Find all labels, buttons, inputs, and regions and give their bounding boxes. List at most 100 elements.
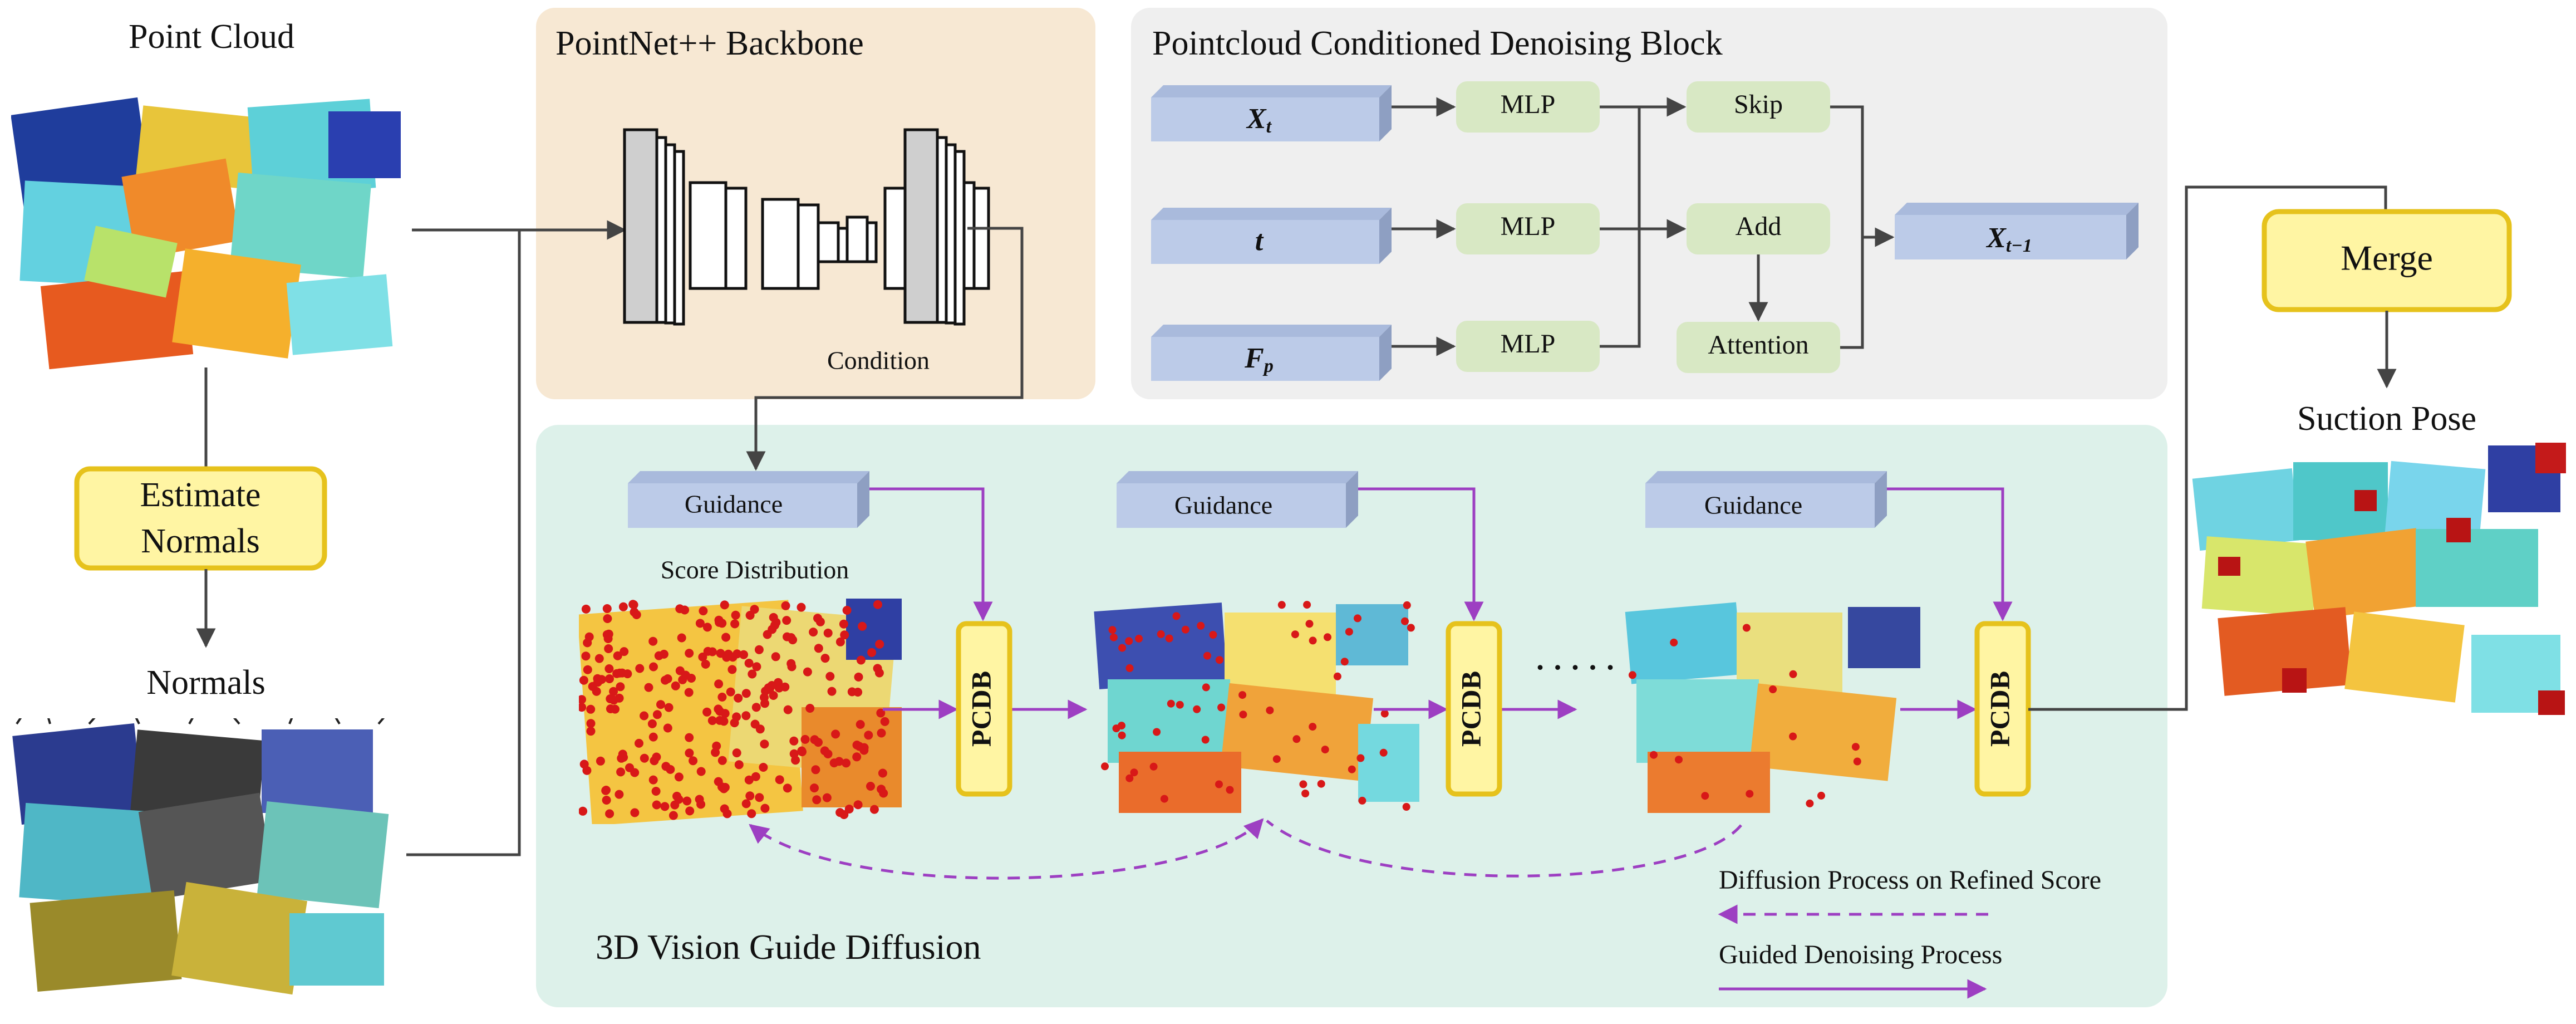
score-dot (744, 659, 754, 668)
score-dot (1238, 691, 1247, 699)
score-dot (579, 806, 588, 816)
score-dot (635, 738, 643, 748)
mlp-label-2: MLP (1501, 212, 1556, 241)
score-dot (698, 652, 707, 662)
score-dot (685, 649, 694, 658)
score-dot (640, 711, 649, 721)
normals-image (12, 718, 389, 995)
score-dot (751, 703, 761, 712)
mlp-box-2 (1456, 203, 1600, 254)
score-dot (1215, 656, 1223, 664)
score-dot (602, 796, 611, 805)
score-dot (1130, 768, 1138, 777)
score-dot (879, 788, 888, 798)
score-dot (852, 752, 862, 762)
score-dot (594, 654, 604, 663)
mlp-label-3: MLP (1501, 329, 1556, 359)
score-dot (739, 650, 748, 659)
point-cloud-label: Point Cloud (129, 18, 294, 56)
score-dot (858, 621, 867, 631)
score-dot (1266, 706, 1274, 714)
score-dot (844, 805, 854, 814)
score-dot (728, 653, 738, 662)
score-dot (606, 694, 615, 703)
score-dot (768, 625, 777, 634)
score-dot (648, 636, 658, 646)
guidance2-to-pcdb-arrow (1358, 487, 1484, 621)
output-xt-1-box: Xt−1 (1895, 203, 2139, 259)
guidance-box-1: Guidance (628, 471, 869, 528)
score-dot (604, 664, 614, 673)
score-dot (618, 749, 627, 759)
score-dot (685, 733, 694, 742)
skip-label: Skip (1734, 90, 1783, 119)
score-dot (1165, 634, 1173, 643)
score-dot (775, 775, 784, 785)
score-dot (825, 672, 835, 681)
score-dot (869, 805, 879, 814)
score-dot (702, 623, 712, 632)
score-dot (685, 806, 695, 816)
score-dot (1118, 731, 1126, 739)
score-dot (1348, 765, 1356, 773)
score-dot (788, 635, 798, 645)
score-dot (769, 691, 778, 700)
score-dot (734, 760, 744, 770)
score-dot (864, 731, 873, 740)
score-dot (771, 652, 780, 662)
score-dot (722, 653, 731, 662)
score-dot (854, 672, 863, 682)
score-dot (867, 648, 877, 657)
score-dot (654, 651, 663, 660)
score-dot (593, 674, 602, 683)
score-dot (652, 800, 661, 810)
score-dot (1301, 790, 1310, 797)
score-dot (1650, 751, 1658, 759)
score-dot (1292, 735, 1301, 743)
score-dot (769, 613, 778, 622)
score-dot (783, 783, 792, 793)
add-box (1687, 203, 1830, 254)
input-t-label: t (1255, 225, 1264, 257)
score-dot (752, 662, 761, 672)
score-dot (668, 811, 678, 820)
score-dot (789, 736, 799, 746)
input-fp-base: F (1244, 342, 1264, 374)
score-dot (613, 651, 622, 660)
score-dot (1181, 625, 1189, 634)
score-dot (1380, 709, 1389, 718)
score-dot (663, 674, 672, 683)
score-dot (1303, 601, 1311, 609)
score-dot (648, 732, 658, 742)
score-dot (759, 763, 768, 772)
score-dot (734, 693, 743, 703)
condition-to-guidance-arrow (746, 227, 1024, 471)
input-xt-box: Xt (1151, 85, 1392, 141)
score-dot (880, 717, 889, 726)
score-dot (760, 803, 770, 813)
score-dot (1742, 624, 1751, 632)
score-dot (803, 667, 812, 677)
score-dot (1354, 614, 1361, 623)
score-dot (583, 665, 592, 674)
score-dot (1299, 780, 1307, 788)
score-dot (1806, 799, 1814, 807)
score-dot (640, 753, 649, 763)
guidance-label-2: Guidance (1174, 491, 1272, 520)
score-dot (781, 601, 790, 610)
score-dot (829, 758, 839, 768)
score-dot (800, 734, 810, 744)
score-dot (831, 729, 840, 739)
guidance1-to-pcdb-arrow (869, 487, 993, 621)
score-dot (717, 692, 727, 702)
score-dot (605, 809, 614, 819)
score-dot (629, 600, 638, 610)
score-dot (782, 616, 792, 625)
score-dot (745, 611, 755, 620)
output-xt-1-sub: t−1 (2006, 236, 2032, 256)
score-dot (811, 765, 820, 775)
score-dot (656, 700, 665, 709)
score-dot (774, 683, 784, 693)
score-dot (1149, 762, 1158, 771)
score-dot (815, 617, 825, 626)
